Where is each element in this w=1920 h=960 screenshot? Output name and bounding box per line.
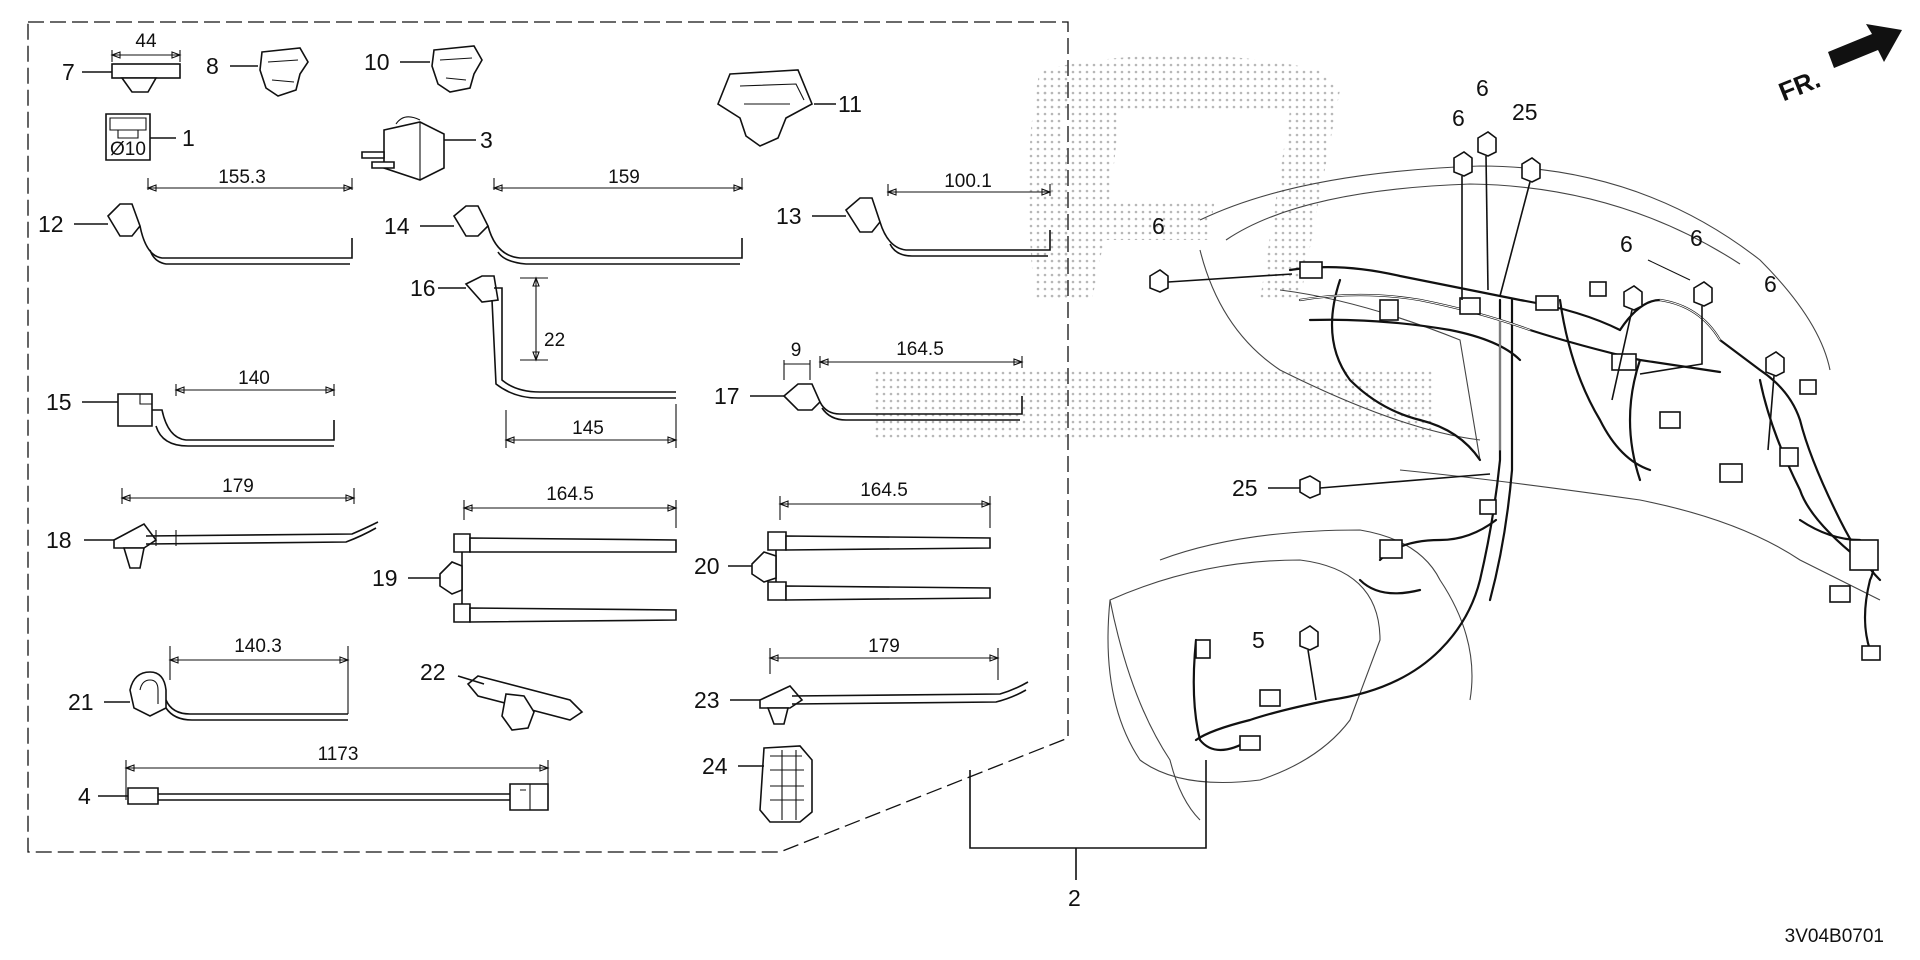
part-15: 140 15 bbox=[46, 368, 336, 447]
part-11: 11 bbox=[717, 69, 862, 147]
dimension-7: 44 bbox=[135, 31, 157, 52]
dimension-16-height: 22 bbox=[544, 330, 565, 351]
part-10: 10 bbox=[364, 45, 483, 93]
brand-watermark bbox=[875, 55, 1435, 440]
callout-15: 15 bbox=[46, 389, 72, 415]
dimension-19: 164.5 bbox=[546, 484, 594, 505]
front-direction-indicator: FR. bbox=[1774, 24, 1902, 107]
callout-22: 22 bbox=[420, 659, 446, 685]
part-20: 164.5 20 bbox=[694, 480, 992, 601]
svg-text:6: 6 bbox=[1452, 105, 1465, 131]
part-1-mark: Ø10 bbox=[110, 139, 146, 160]
bolt-6-e: 6 bbox=[1639, 225, 1713, 375]
bolt-6-c: 6 bbox=[1476, 75, 1497, 291]
part-12: 155.3 12 bbox=[38, 167, 354, 265]
callout-18: 18 bbox=[46, 527, 72, 553]
callout-14: 14 bbox=[384, 213, 410, 239]
dimension-16-width: 145 bbox=[572, 418, 604, 439]
callout-17: 17 bbox=[714, 383, 740, 409]
callout-8: 8 bbox=[206, 53, 219, 79]
dimension-12: 155.3 bbox=[218, 167, 266, 188]
dimension-23: 179 bbox=[868, 636, 900, 657]
part-4: 1173 4 bbox=[78, 744, 550, 811]
bolt-6-f: 6 bbox=[1764, 271, 1785, 451]
front-arrow-icon bbox=[1828, 24, 1902, 68]
callout-2: 2 bbox=[969, 760, 1207, 911]
bolt-25-b: 25 bbox=[1232, 473, 1491, 501]
part-24: 24 bbox=[702, 745, 813, 823]
svg-text:25: 25 bbox=[1232, 475, 1258, 501]
part-22: 22 bbox=[420, 659, 584, 731]
svg-text:25: 25 bbox=[1512, 99, 1538, 125]
callout-19: 19 bbox=[372, 565, 398, 591]
dimension-20: 164.5 bbox=[860, 480, 908, 501]
part-8: 8 bbox=[206, 47, 309, 97]
callout-23: 23 bbox=[694, 687, 720, 713]
dimension-13: 100.1 bbox=[944, 171, 992, 192]
svg-text:2: 2 bbox=[1068, 885, 1081, 911]
callout-21: 21 bbox=[68, 689, 94, 715]
svg-text:6: 6 bbox=[1690, 225, 1703, 251]
callout-20: 20 bbox=[694, 553, 720, 579]
callout-12: 12 bbox=[38, 211, 64, 237]
dimension-18: 179 bbox=[222, 476, 254, 497]
part-17: 9 164.5 17 bbox=[714, 339, 1024, 421]
part-16: 22 145 16 bbox=[410, 275, 678, 448]
part-13: 100.1 13 bbox=[776, 171, 1052, 257]
bolts-25: 25 25 bbox=[1232, 99, 1541, 501]
callout-7: 7 bbox=[62, 59, 75, 85]
part-23: 179 23 bbox=[694, 636, 1029, 725]
vehicle-body-outline bbox=[1107, 165, 1881, 821]
bolt-25-a: 25 bbox=[1499, 99, 1541, 297]
front-label: FR. bbox=[1774, 64, 1824, 108]
bolt-6-b: 6 bbox=[1452, 105, 1473, 300]
part-18: 179 18 bbox=[46, 476, 379, 569]
part-14: 159 14 bbox=[384, 167, 744, 265]
callout-3: 3 bbox=[480, 127, 493, 153]
bolt-6-d: 6 bbox=[1611, 231, 1691, 401]
bolt-6-a: 6 bbox=[1149, 213, 1293, 293]
dimension-15: 140 bbox=[238, 368, 270, 389]
parts-enclosure bbox=[27, 21, 1069, 853]
dimension-17-b: 164.5 bbox=[896, 339, 944, 360]
part-21: 140.3 21 bbox=[68, 636, 350, 721]
dimension-21: 140.3 bbox=[234, 636, 282, 657]
callout-16: 16 bbox=[410, 275, 436, 301]
callout-4: 4 bbox=[78, 783, 91, 809]
svg-text:6: 6 bbox=[1476, 75, 1489, 101]
dimension-4: 1173 bbox=[318, 744, 359, 765]
svg-text:6: 6 bbox=[1152, 213, 1165, 239]
dimension-14: 159 bbox=[608, 167, 640, 188]
callout-1: 1 bbox=[182, 125, 195, 151]
callout-11: 11 bbox=[838, 91, 862, 117]
bolts-6: 6 6 6 6 6 6 bbox=[1149, 75, 1785, 451]
dimension-17-a: 9 bbox=[791, 340, 802, 361]
diagram-code: 3V04B0701 bbox=[1785, 926, 1884, 947]
bolt-5: 5 bbox=[1252, 625, 1319, 701]
part-3: 3 bbox=[361, 116, 493, 181]
part-1: Ø10 1 bbox=[105, 113, 195, 161]
svg-text:6: 6 bbox=[1764, 271, 1777, 297]
part-19: 164.5 19 bbox=[372, 484, 678, 623]
callout-24: 24 bbox=[702, 753, 728, 779]
svg-text:5: 5 bbox=[1252, 627, 1265, 653]
callout-13: 13 bbox=[776, 203, 802, 229]
svg-text:6: 6 bbox=[1620, 231, 1633, 257]
callout-10: 10 bbox=[364, 49, 390, 75]
main-wire-harness bbox=[1192, 261, 1882, 752]
part-7: 44 7 bbox=[62, 31, 182, 93]
